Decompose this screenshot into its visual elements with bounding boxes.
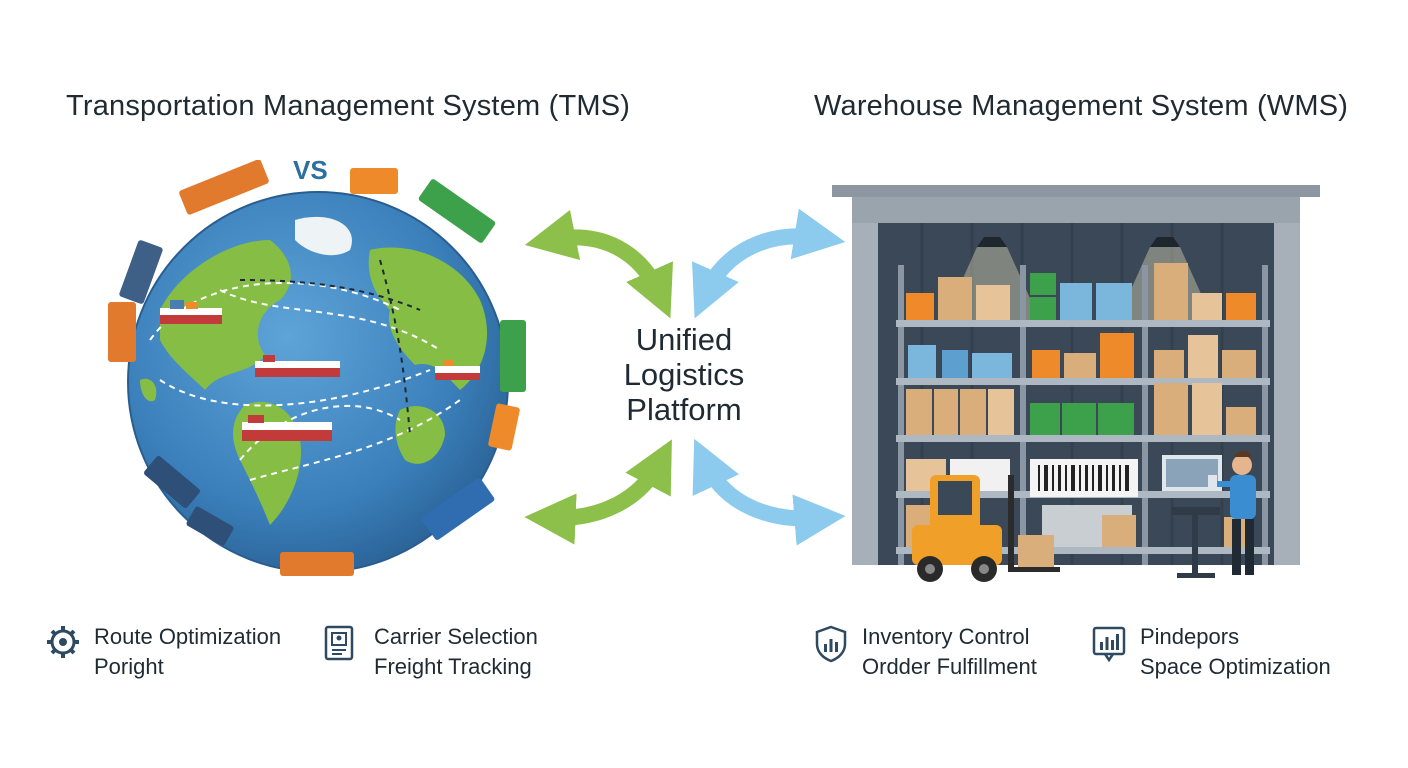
- shipping-routes: [149, 282, 461, 481]
- warehouse-roof: [832, 185, 1320, 197]
- green-arrow-bottom: [524, 439, 672, 545]
- tms-title: Transportation Management System (TMS): [66, 90, 631, 122]
- boxes-row-1: [906, 263, 1256, 320]
- warehouse-illustration: [832, 185, 1320, 582]
- dark-routes: [239, 259, 421, 436]
- truck-ring: [108, 160, 526, 576]
- tms-feature-route: Route Optimization Poright: [44, 622, 281, 682]
- green-arrow-top: [524, 209, 673, 319]
- boxes-row-2: [908, 333, 1256, 378]
- center-platform-label: Unified Logistics Platform: [584, 322, 784, 427]
- vs-label: VS: [293, 155, 328, 185]
- wms-feature-space: Pindepors Space Optimization: [1090, 622, 1331, 682]
- boxes-row-3: [906, 383, 1256, 435]
- wms-feature-inventory: Inventory Control Ordder Fulfillment: [812, 622, 1037, 682]
- wms-title: Warehouse Management System (WMS): [814, 90, 1349, 122]
- feature-line: Ordder Fulfillment: [862, 654, 1037, 679]
- document-icon: [322, 624, 360, 664]
- globe-continents: [140, 216, 488, 525]
- blue-arrow-top: [692, 208, 846, 319]
- center-line-1: Unified: [635, 322, 733, 357]
- ship-marks: [160, 300, 480, 441]
- center-line-3: Platform: [626, 392, 742, 427]
- feature-line: Pindepors: [1140, 624, 1240, 649]
- feature-line: Freight Tracking: [374, 654, 532, 679]
- feature-line: Route Optimization: [94, 624, 282, 649]
- worker-shirt: [1230, 475, 1256, 519]
- connection-arrows: [524, 208, 846, 546]
- bar-chart-icon: [1090, 624, 1128, 664]
- tms-feature-carrier: Carrier Selection Freight Tracking: [322, 622, 538, 682]
- feature-line: Inventory Control: [862, 624, 1030, 649]
- gear-icon: [44, 624, 82, 664]
- feature-line: Carrier Selection: [374, 624, 538, 649]
- ceiling-lamps: [977, 237, 1180, 247]
- forklift: [912, 475, 1060, 582]
- feature-line: Poright: [94, 654, 164, 679]
- globe-illustration: [108, 160, 526, 576]
- shelving-uprights: [898, 265, 1268, 565]
- shield-chart-icon: [812, 624, 850, 664]
- barcode-lines: [1038, 465, 1129, 491]
- worker-station: [1172, 451, 1256, 578]
- worker-head: [1232, 455, 1252, 475]
- blue-arrow-bottom: [692, 438, 846, 546]
- feature-line: Space Optimization: [1140, 654, 1331, 679]
- center-line-2: Logistics: [623, 357, 745, 392]
